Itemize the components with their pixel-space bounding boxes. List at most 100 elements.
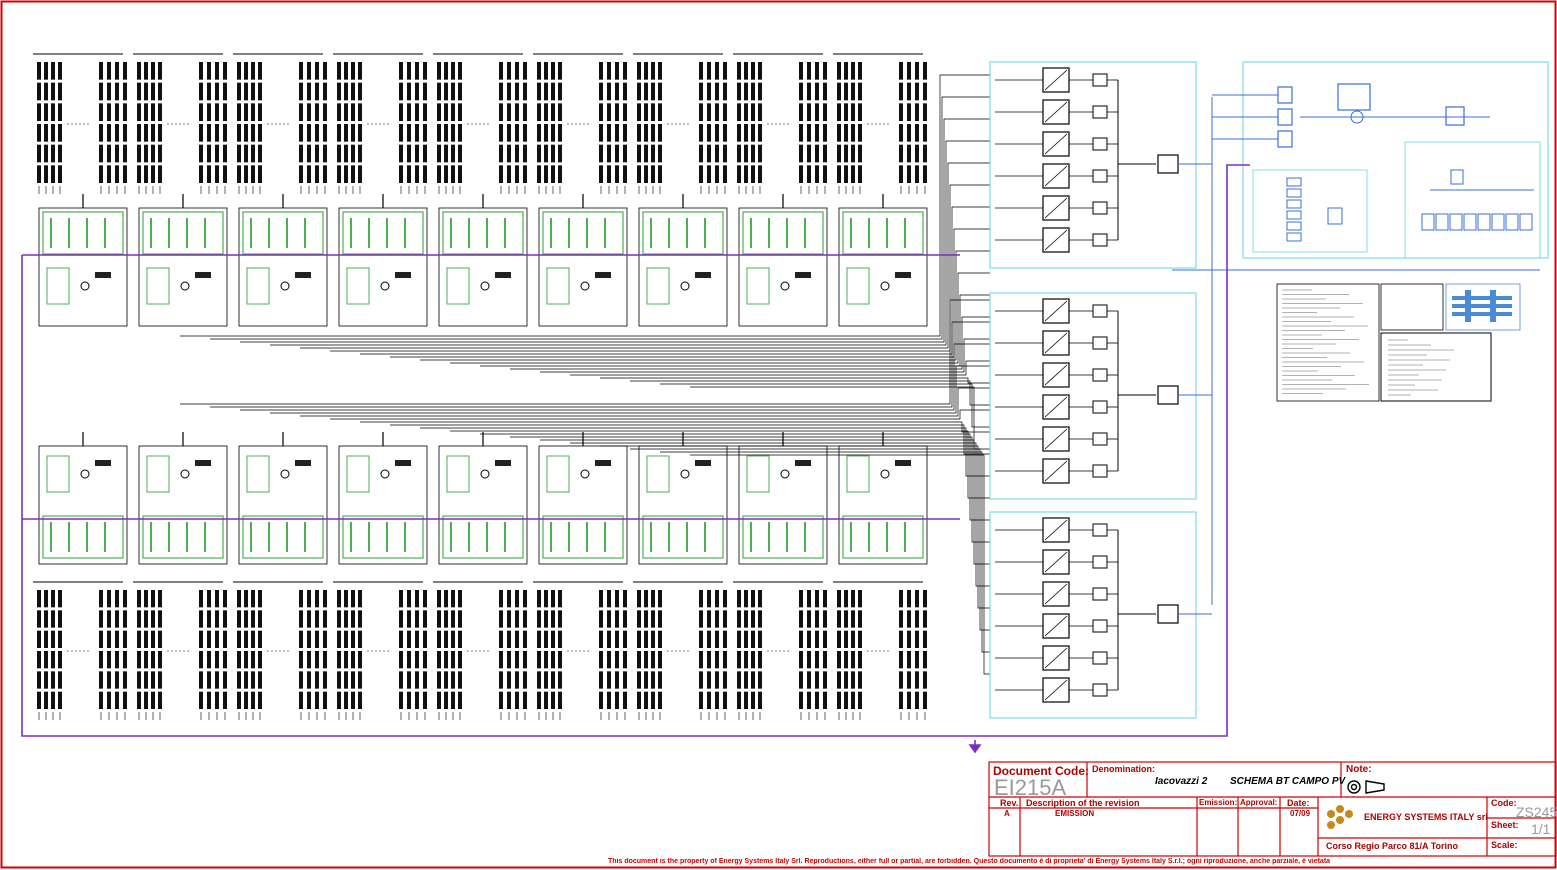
sheet-value: 1/1 [1531,821,1551,837]
pv-module [315,671,319,689]
pv-module [544,144,548,163]
pv-module [358,671,362,689]
pv-module [899,691,903,709]
pv-module [923,103,927,121]
inverter-diagonal [1044,229,1068,251]
pv-module [215,103,219,121]
inverter-diagonal [1044,101,1068,123]
pv-module [258,671,262,689]
pv-module [144,62,148,80]
pv-module [407,144,411,163]
pv-module [315,165,319,183]
pv-module [237,610,241,628]
pv-module [115,691,119,709]
pv-module [599,165,603,183]
pv-module [99,103,103,121]
pv-module [251,62,255,80]
pv-module [258,144,262,163]
pv-module [837,671,841,689]
pv-module [51,671,55,689]
pv-module [599,82,603,101]
pv-module [799,651,803,669]
pv-module [244,590,248,608]
pv-module [323,590,327,608]
pv-module [737,651,741,669]
pv-module [215,691,219,709]
fuse-section [842,211,924,255]
pv-module [723,124,727,142]
pv-module [223,671,227,689]
pv-module [923,630,927,648]
pv-module [351,103,355,121]
pv-module [558,165,562,183]
pv-module [107,144,111,163]
pv-module [658,103,662,121]
pv-module [451,62,455,80]
pv-module [707,124,711,142]
pv-module [123,691,127,709]
switch [180,469,190,479]
lv-main [1327,207,1343,225]
pv-module [744,691,748,709]
pv-module [351,651,355,669]
pv-module [299,630,303,648]
pv-module [337,590,341,608]
pv-module [907,610,911,628]
pv-string-array-bottom [33,581,927,720]
breaker [795,272,811,278]
pv-module [599,62,603,80]
pv-module [523,62,527,80]
pv-module [58,124,62,142]
pv-module [223,62,227,80]
dc-cable [210,96,990,340]
pv-module [199,671,203,689]
switch [180,281,190,291]
pv-module [58,610,62,628]
breaker [395,460,411,466]
inverter-diagonal [1044,197,1068,219]
pv-module [507,630,511,648]
switch [580,469,590,479]
pv-module [115,165,119,183]
pv-module [299,691,303,709]
pv-module [223,651,227,669]
pv-module [223,165,227,183]
lv-breaker [1286,188,1302,198]
dc-cable [690,386,990,450]
pv-module [44,144,48,163]
pv-module [51,165,55,183]
pv-module [523,124,527,142]
pv-module [715,590,719,608]
pv-module [558,630,562,648]
surge-protector [746,455,770,493]
pv-module [137,610,141,628]
dc-cable [630,448,990,631]
pv-module [658,590,662,608]
pv-module [651,165,655,183]
pv-module [907,651,911,669]
breaker [295,460,311,466]
pv-module [799,590,803,608]
pv-module [99,651,103,669]
pv-module [123,62,127,80]
pv-module [723,590,727,608]
pv-module [237,165,241,183]
pv-module [615,62,619,80]
pv-module [137,165,141,183]
surge-protector [346,455,370,493]
pv-module [358,630,362,648]
pv-module [451,691,455,709]
pv-module [207,610,211,628]
string-box [238,207,328,327]
pv-module [44,165,48,183]
pv-module [307,630,311,648]
meter [1092,368,1108,382]
pv-module [658,691,662,709]
dc-cable [240,343,990,411]
pv-module [707,671,711,689]
pv-module [615,671,619,689]
pv-module [623,691,627,709]
pv-module [837,691,841,709]
breaker [95,272,111,278]
pv-module [151,165,155,183]
